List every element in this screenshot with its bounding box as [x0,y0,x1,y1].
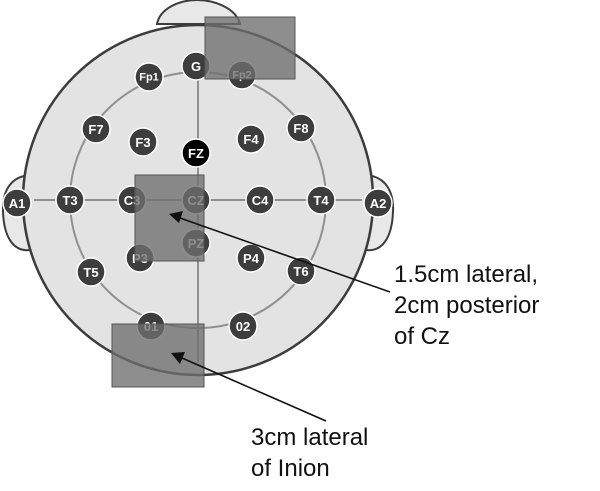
electrode-marker [76,257,106,287]
electrode-label: P4 [243,251,260,266]
arrow-to-inion-box [181,357,327,422]
electrode-marker [363,188,393,218]
placement-box-cz [134,174,205,262]
electrode-marker [306,185,336,215]
electrode-o2: 02 [228,311,258,341]
electrode-marker [81,114,111,144]
cz-note-line-1: 1.5cm lateral, [394,261,539,288]
electrode-marker [228,311,258,341]
electrode-f3: F3 [128,127,158,157]
electrode-fz: FZ [181,138,211,168]
inion-placement-note: 3cm lateral of Inion [251,422,368,484]
electrode-t5: T5 [76,257,106,287]
electrode-label: FZ [188,146,204,161]
electrode-marker [134,62,164,92]
electrode-marker [2,188,32,218]
electrode-label: A1 [9,196,26,211]
electrode-label: T5 [83,265,98,280]
electrode-marker [181,138,211,168]
electrode-label: T6 [293,264,308,279]
placement-box-inion [111,323,205,388]
electrode-a2: A2 [363,188,393,218]
electrode-a1: A1 [2,188,32,218]
electrode-label: C4 [252,193,269,208]
placement-box-fp2 [204,16,296,80]
cz-note-line-2: 2cm posterior [394,292,540,319]
arrow-head-cz [169,211,183,223]
arrow-to-cz-box [179,217,391,293]
electrode-marker [236,124,266,154]
electrode-marker [286,256,316,286]
arrow-head-inion [171,352,185,364]
electrode-t3: T3 [55,185,85,215]
electrode-marker [236,243,266,273]
electrode-f4: F4 [236,124,266,154]
electrode-t6: T6 [286,256,316,286]
electrode-label: F4 [243,132,259,147]
electrode-label: G [191,59,201,74]
electrode-f7: F7 [81,114,111,144]
electrode-label: F8 [293,121,308,136]
electrode-label: T4 [313,193,329,208]
electrode-marker [55,185,85,215]
electrode-label: F7 [88,122,103,137]
electrode-label: 02 [236,319,250,334]
electrode-f8: F8 [286,113,316,143]
electrode-label: F3 [135,135,150,150]
inion-note-line-1: 3cm lateral [251,424,369,451]
electrode-label: Fp1 [139,72,159,84]
cz-note-line-3: of Cz [394,323,451,350]
inion-note-line-2: of Inion [251,455,330,482]
electrode-label: T3 [62,193,77,208]
electrode-p4: P4 [236,243,266,273]
electrode-marker [286,113,316,143]
electrode-t4: T4 [306,185,336,215]
electrode-marker [245,185,275,215]
cz-placement-note: 1.5cm lateral, 2cm posterior of Cz [394,259,539,352]
electrode-marker [128,127,158,157]
electrode-c4: C4 [245,185,275,215]
electrode-fp1: Fp1 [134,62,164,92]
electrode-label: A2 [370,196,387,211]
